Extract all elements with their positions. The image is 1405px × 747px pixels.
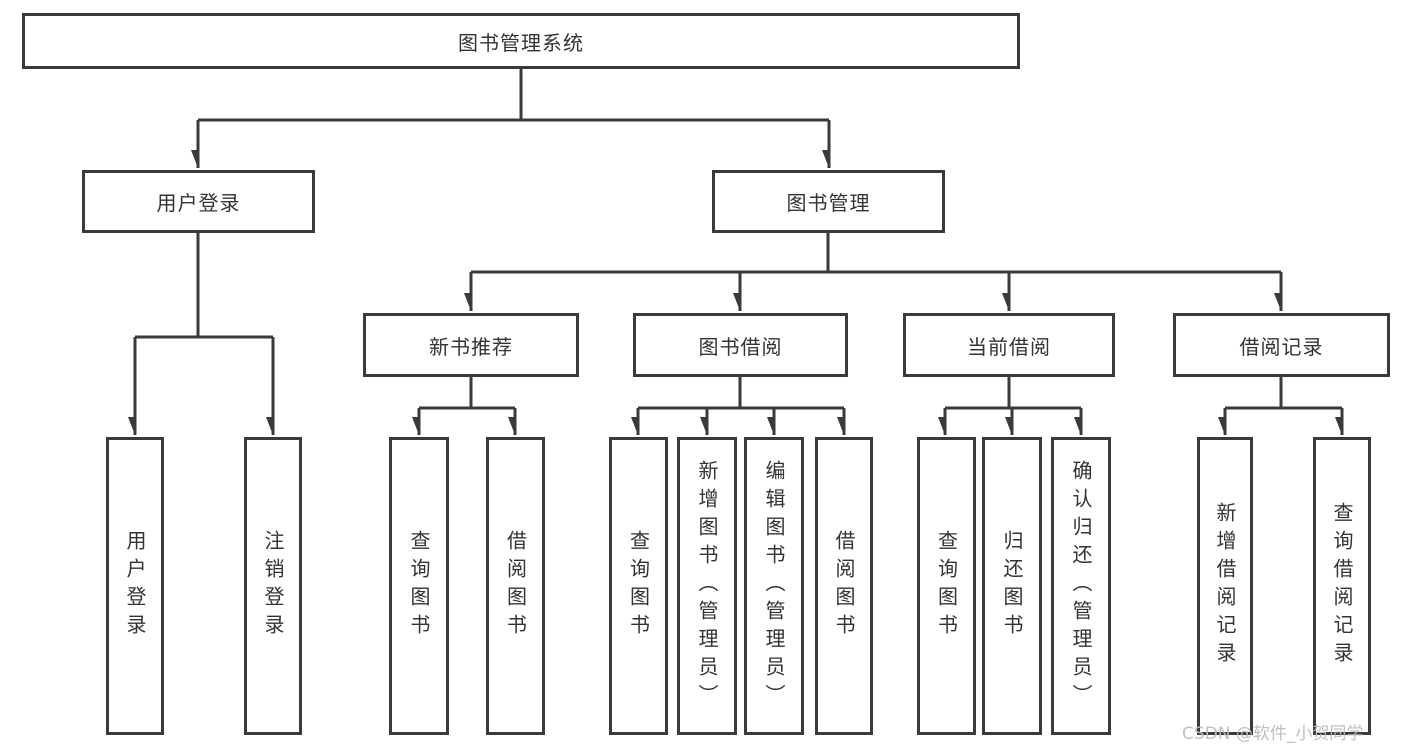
leaf-query-books: 查询图书 (917, 437, 976, 735)
leaf-add-borrow-record-label: 新增借阅记录 (1213, 502, 1237, 670)
connector-book-borrow-children (638, 377, 846, 435)
leaf-borrow-books: 借阅图书 (486, 437, 545, 735)
leaf-return-books: 归还图书 (982, 437, 1042, 735)
watermark-text: CSDN @软件_小贺同学 (1182, 724, 1364, 744)
node-book-borrow: 图书借阅 (633, 313, 848, 377)
node-user-login-label: 用户登录 (156, 191, 241, 215)
connector-user-login-children (135, 233, 275, 435)
leaf-user-login-label: 用户登录 (123, 530, 147, 642)
leaf-confirm-return-admin-label: 确认归还（管理员） (1069, 460, 1093, 712)
leaf-borrow-books: 借阅图书 (815, 437, 873, 735)
leaf-query-books-label: 查询图书 (407, 530, 431, 642)
leaf-edit-book-admin: 编辑图书（管理员） (744, 437, 804, 735)
leaf-add-book-admin-label: 新增图书（管理员） (695, 460, 719, 712)
leaf-user-login: 用户登录 (106, 437, 164, 735)
node-current-borrow: 当前借阅 (903, 313, 1115, 377)
node-current-borrow-label: 当前借阅 (967, 334, 1051, 359)
leaf-borrow-books-label: 借阅图书 (503, 530, 528, 642)
node-book-borrow-label: 图书借阅 (698, 334, 783, 359)
node-book-mgmt: 图书管理 (712, 170, 945, 233)
connector-current-borrow-children (945, 377, 1083, 435)
leaf-logout-label: 注销登录 (261, 530, 285, 642)
leaf-query-borrow-record: 查询借阅记录 (1313, 437, 1371, 735)
node-book-mgmt-label: 图书管理 (786, 191, 871, 215)
leaf-edit-book-admin-label: 编辑图书（管理员） (762, 460, 786, 712)
node-borrow-records-label: 借阅记录 (1239, 334, 1324, 359)
connector-new-book-children (419, 377, 517, 435)
node-user-login: 用户登录 (82, 170, 315, 233)
connector-borrow-records-children (1225, 377, 1344, 435)
leaf-confirm-return-admin: 确认归还（管理员） (1051, 437, 1111, 735)
leaf-query-borrow-record-label: 查询借阅记录 (1330, 502, 1354, 670)
leaf-query-books-label: 查询图书 (626, 530, 651, 642)
node-root: 图书管理系统 (22, 13, 1020, 69)
node-root-label: 图书管理系统 (458, 30, 584, 55)
leaf-add-borrow-record: 新增借阅记录 (1197, 437, 1253, 735)
connector-book-mgmt-groups (471, 233, 1283, 311)
node-borrow-records: 借阅记录 (1173, 313, 1390, 377)
leaf-query-books: 查询图书 (609, 437, 668, 735)
node-new-book-recommend-label: 新书推荐 (429, 334, 513, 359)
connector-root-to-level1 (198, 69, 831, 168)
node-new-book-recommend: 新书推荐 (363, 313, 579, 377)
leaf-logout: 注销登录 (244, 437, 302, 735)
leaf-return-books-label: 归还图书 (1000, 530, 1024, 642)
leaf-borrow-books-label: 借阅图书 (832, 530, 856, 642)
leaf-add-book-admin: 新增图书（管理员） (677, 437, 737, 735)
leaf-query-books: 查询图书 (389, 437, 449, 735)
leaf-query-books-label: 查询图书 (934, 530, 959, 642)
